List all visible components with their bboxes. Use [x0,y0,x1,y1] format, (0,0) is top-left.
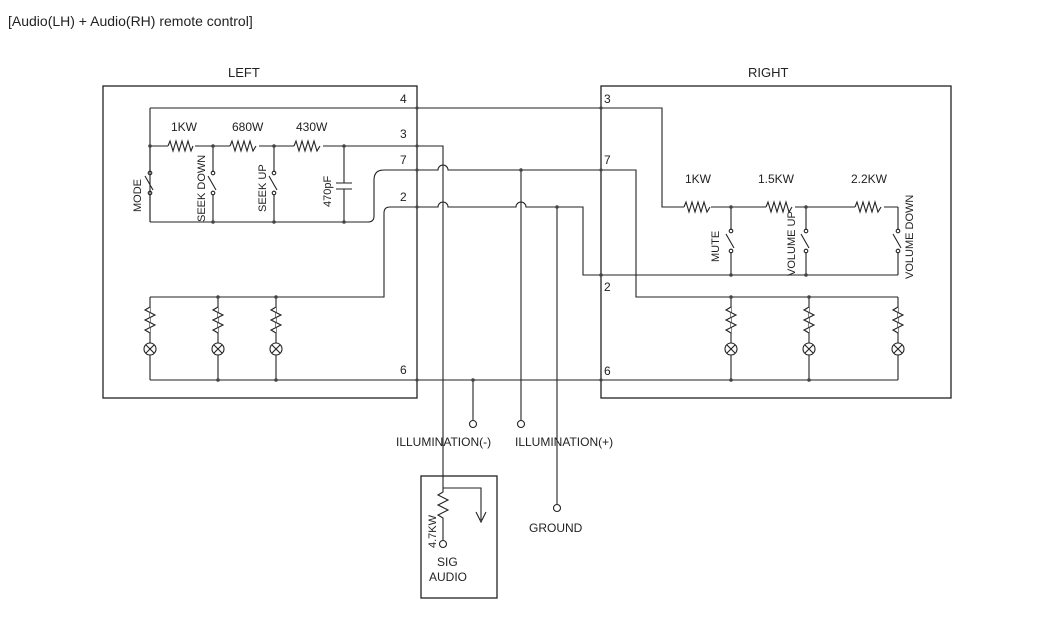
pot-value-label: 4.7KW [427,514,439,548]
mode-switch [144,146,154,222]
seek-down-label: SEEK DOWN [196,155,208,222]
right-pin-7: 7 [604,153,611,167]
left-pin-6: 6 [400,363,407,377]
right-lamp-2 [802,306,816,356]
wiper-arrow-icon [475,511,487,524]
inter-module-wiring [417,107,601,513]
volume-down-label: VOLUME DOWN [904,195,916,279]
left-resistor-3-label: 430W [296,120,328,134]
resistor-2-2kw [854,200,882,214]
illumination-neg-label: ILLUMINATION(-) [396,435,491,449]
right-module-box [600,85,952,399]
left-resistor-1-label: 1KW [171,120,198,134]
capacitor-470pf [336,146,352,222]
left-lamp-2 [211,306,225,356]
resistor-680w [229,139,257,153]
sig-audio-box: 4.7KW SIG AUDIO [420,475,498,599]
resistor-1kw [167,139,194,153]
seek-up-switch [268,146,278,222]
left-pin-7: 7 [400,153,407,167]
left-module-box [102,85,418,399]
mode-label: MODE [132,179,144,212]
resistor-1-5kw [765,200,793,214]
audio-label: AUDIO [429,570,467,584]
left-lamp-1 [143,306,157,356]
right-resistor-1-label: 1KW [685,172,712,186]
right-pin-2: 2 [604,280,611,294]
resistor-1kw-right [683,200,711,214]
right-resistor-2-label: 1.5KW [758,172,795,186]
volume-up-switch [800,207,810,275]
seek-up-label: SEEK UP [257,164,269,212]
volume-up-label: VOLUME UP [786,211,798,276]
ground-label: GROUND [529,521,583,535]
right-illumination-lamps [601,169,905,382]
illumination-pos-label: ILLUMINATION(+) [515,435,613,449]
left-module-heading: LEFT [228,65,260,80]
left-pin-3: 3 [400,127,407,141]
mute-switch [725,207,735,275]
right-pin-3: 3 [604,92,611,106]
right-module-heading: RIGHT [748,65,789,80]
left-illumination-lamps [143,206,417,382]
capacitor-label: 470pF [322,176,334,207]
right-resistor-3-label: 2.2KW [851,172,888,186]
right-switch-ladder [599,107,902,277]
sig-label: SIG [437,555,458,569]
right-lamp-3 [891,306,905,356]
left-resistor-2-label: 680W [232,120,264,134]
right-pin-6: 6 [604,364,611,378]
left-lamp-3 [269,306,283,356]
volume-down-switch [892,207,902,275]
mute-label: MUTE [710,231,722,262]
pin-terminals [415,106,603,382]
resistor-430w [293,139,321,153]
left-pin-4: 4 [400,92,407,106]
left-pin-2: 2 [400,190,407,204]
diagram-title: [Audio(LH) + Audio(RH) remote control] [8,13,253,29]
seek-down-switch [207,146,217,222]
potentiometer-4-7kw [436,488,450,540]
right-lamp-1 [724,306,738,356]
left-switch-ladder [144,107,417,224]
